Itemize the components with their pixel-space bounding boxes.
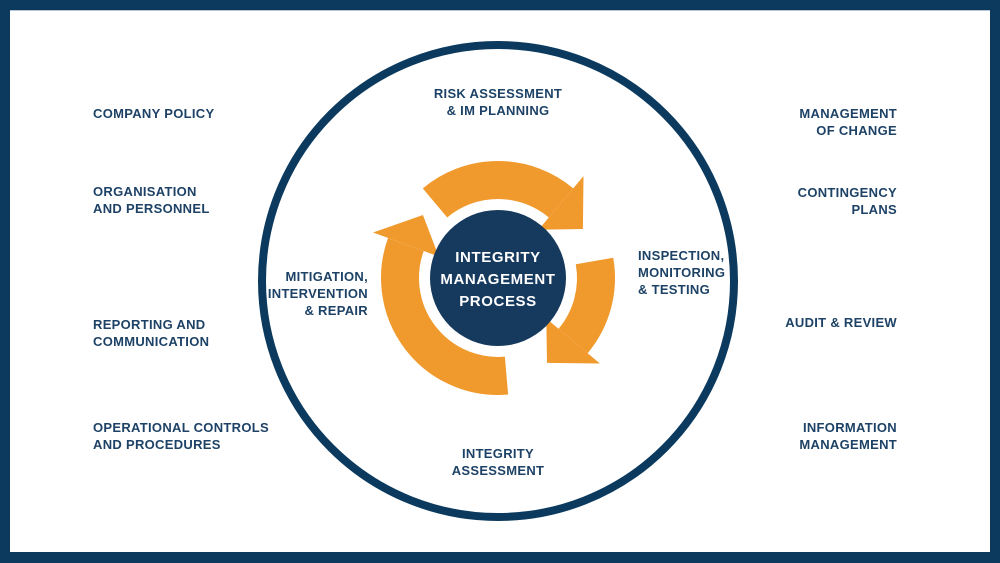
cycle-arrows — [373, 161, 615, 395]
label-integrity-assessment: INTEGRITY ASSESSMENT — [451, 446, 545, 478]
label-company-policy: COMPANY POLICY — [93, 106, 215, 121]
arrow-segment-left — [381, 238, 509, 395]
label-contingency-plans: CONTINGENCY PLANS — [797, 185, 897, 217]
label-risk-assessment-im-planning: RISK ASSESSMENT & IM PLANNING — [433, 86, 563, 118]
label-management-of-change: MANAGEMENT OF CHANGE — [799, 106, 897, 138]
center-disc: INTEGRITY MANAGEMENT PROCESS — [430, 210, 566, 346]
process-boundary-circle — [258, 41, 738, 521]
arrow-segment-top — [422, 161, 574, 218]
arrowhead-top-left-icon — [373, 215, 439, 257]
center-disc-label: INTEGRITY MANAGEMENT PROCESS — [440, 249, 556, 310]
label-operational-controls-and-procedures: OPERATIONAL CONTROLS AND PROCEDURES — [93, 420, 269, 452]
label-organisation-and-personnel: ORGANISATION AND PERSONNEL — [93, 184, 210, 216]
cycle-arrows-graphic — [373, 161, 615, 395]
label-reporting-and-communication: REPORTING AND COMMUNICATION — [93, 317, 210, 349]
label-audit-and-review: AUDIT & REVIEW — [785, 315, 897, 330]
label-inspection-monitoring-testing: INSPECTION, MONITORING & TESTING — [638, 248, 726, 297]
label-mitigation-intervention-repair: MITIGATION, INTERVENTION & REPAIR — [267, 269, 368, 318]
label-information-management: INFORMATION MANAGEMENT — [799, 420, 897, 452]
arrow-segment-right — [558, 257, 615, 354]
